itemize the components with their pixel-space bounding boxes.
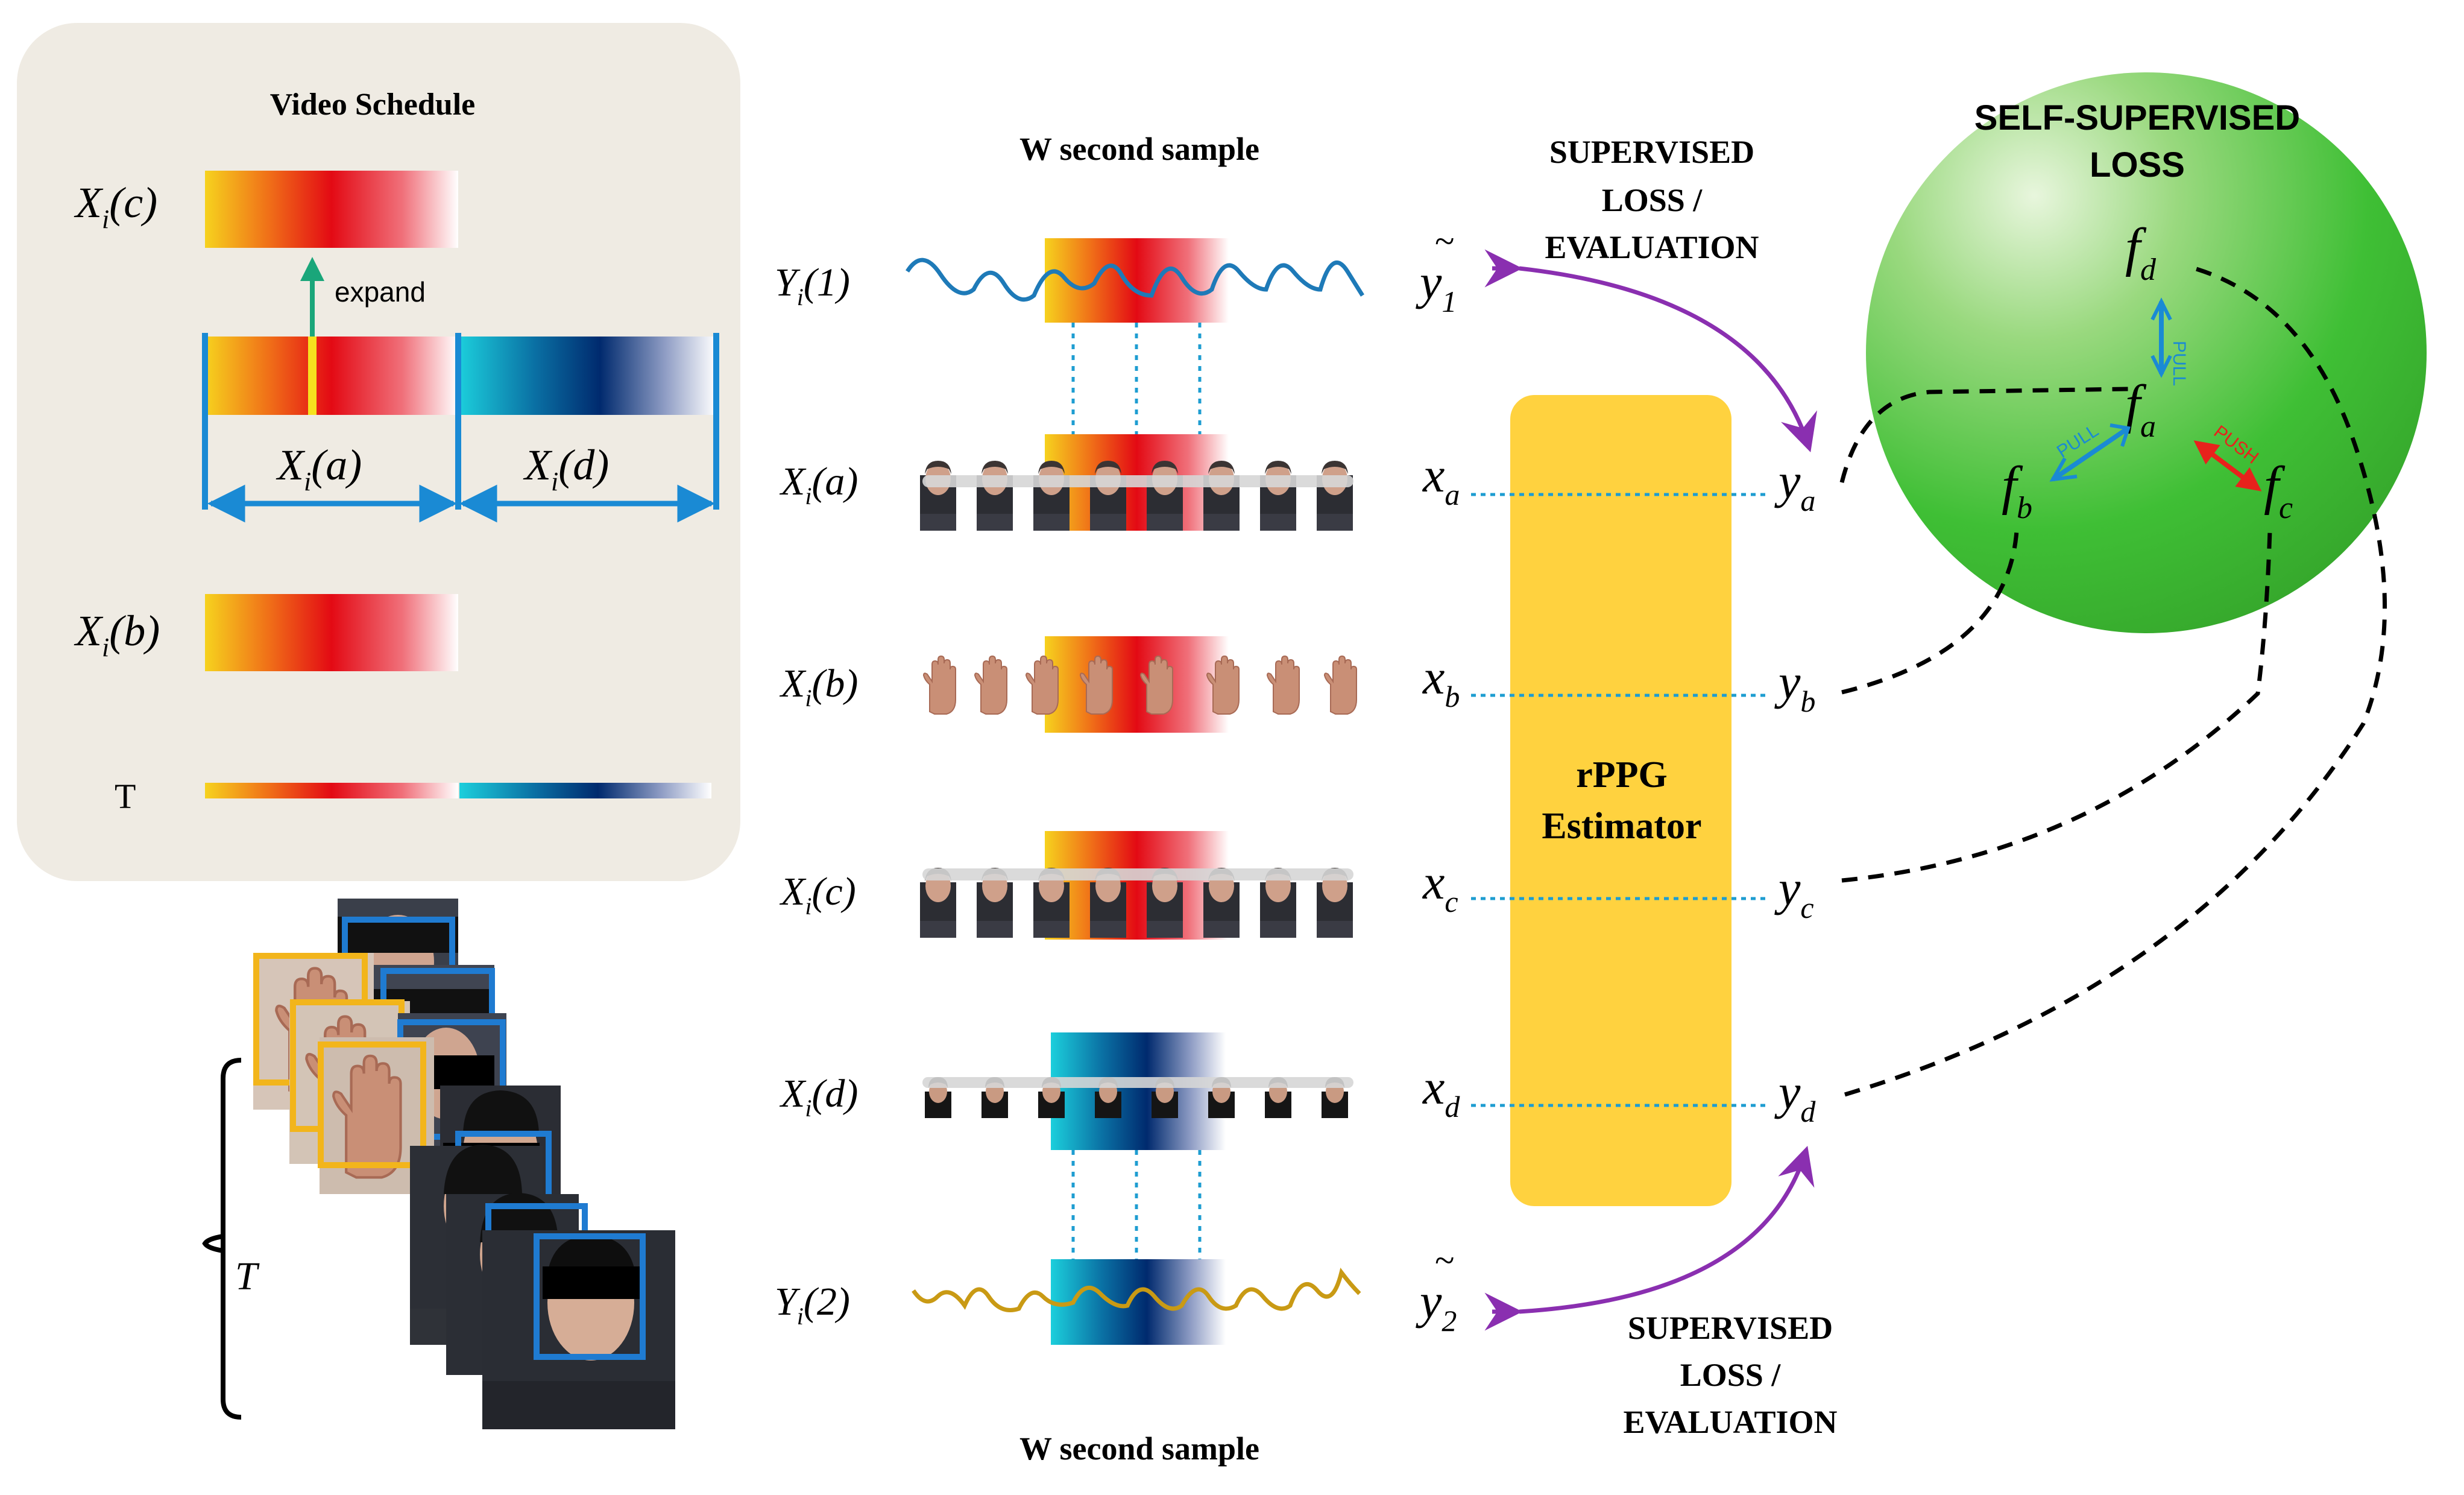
supervised-arrow-top [1519,266,1817,452]
loss-sphere [1866,72,2427,633]
estimator-label-1: rPPG [1576,754,1668,795]
schedule-brackets [202,333,719,510]
clip-a-bar [205,337,458,415]
signal-y1 [906,258,1364,302]
frame-stack: T [202,899,675,1429]
label-xc: Xi(c) [779,870,856,920]
self-supervised-title-1: SELF-SUPERVISED [1974,98,2300,137]
window-y2 [1051,1259,1226,1345]
clip-c-bar [205,171,458,248]
window-y1 [1045,238,1229,323]
schedule-label-c: Xi(c) [74,179,157,234]
clip-d-bar [458,337,716,415]
svg-text:SUPERVISED: SUPERVISED [1628,1310,1833,1346]
svg-text:LOSS /: LOSS / [1680,1357,1782,1393]
self-supervised-title-2: LOSS [2090,145,2185,185]
timeline-cool-bar [459,783,711,798]
tilde-1: ~ [1435,221,1454,261]
label-y2: Yi(2) [775,1280,850,1330]
video-schedule-panel: Video Schedule Xi(c) expand Xi(a) Xi(d) … [17,23,740,881]
signal-y2 [912,1268,1361,1312]
timeline-label: T [115,777,136,816]
output-ya: ya [1774,454,1815,517]
frames-xa [920,461,1353,531]
supervised-arrow-bottom [1519,1145,1815,1314]
stack-brace [202,1058,242,1420]
label-xb: Xi(b) [779,662,858,712]
outputs: ya yb yc yd [1774,454,1816,1128]
timeline-warm-bar [205,783,458,798]
label-xd: Xi(d) [779,1072,858,1122]
supervised-label-bottom: SUPERVISED LOSS / EVALUATION [1623,1310,1837,1440]
schedule-label-a: Xi(a) [276,441,362,496]
io-lines [1471,493,1766,1107]
pull-arrow-ab [2051,426,2130,482]
window-connectors-top [1071,323,1202,434]
svg-text:LOSS /: LOSS / [1602,182,1703,218]
schedule-label-d: Xi(d) [523,441,609,496]
window-xc [1045,831,1229,940]
estimator-label-2: Estimator [1542,806,1701,847]
pull-arrow-da-heads [2150,297,2172,378]
svg-text:EVALUATION: EVALUATION [1545,229,1759,265]
schedule-title: Video Schedule [270,87,475,122]
clip-b-marker [308,337,317,415]
label-y1: Yi(1) [775,261,850,311]
svg-text:EVALUATION: EVALUATION [1623,1404,1837,1440]
connector-yb-fb [1841,530,2019,695]
window-xd [1051,1032,1226,1150]
push-arrow-ac [2193,440,2262,491]
clip-b-bar [205,594,458,671]
frames-xc [920,868,1353,938]
expand-label: expand [335,276,426,308]
inputs: xa xb xc xd [1422,447,1460,1124]
output-yb: yb [1774,654,1815,718]
supervised-label-top: SUPERVISED LOSS / EVALUATION [1545,134,1759,265]
input-xa: xa [1422,447,1460,511]
samples-column: W second sample W second sample Yi(1) Xi… [775,131,1364,1467]
label-xa: Xi(a) [779,460,858,510]
window-xb [1045,636,1229,733]
connector-yc-fc [1841,530,2272,883]
self-supervised-loss: SELF-SUPERVISED LOSS fd fa fb fc PULL PU… [1866,72,2427,633]
sample-title-top: W second sample [1019,131,1259,167]
pull-arrow-ab-heads [2049,423,2131,482]
output-yd: yd [1774,1064,1816,1128]
panel-background [17,23,740,881]
tilde-2: ~ [1435,1241,1454,1280]
feature-connectors [1839,266,2387,1097]
input-xc: xc [1422,855,1458,918]
stack-frame [482,1230,675,1429]
frames-xd [922,1077,1353,1118]
stack-t-label: T [235,1254,260,1298]
schedule-label-b: Xi(b) [74,607,160,662]
estimator-box [1510,395,1731,1206]
ground-truth-2: y2 [1416,1274,1457,1338]
window-connectors-bottom [1071,1150,1202,1259]
ground-truth-1: y1 [1416,254,1457,318]
sample-title-bottom: W second sample [1019,1430,1259,1467]
svg-text:SUPERVISED: SUPERVISED [1549,134,1754,170]
pull-label-1: PULL [2169,341,2189,386]
input-xb: xb [1422,650,1460,713]
connector-yd-fd [1844,266,2387,1097]
output-yc: yc [1774,861,1814,924]
rppg-estimator: rPPG Estimator [1510,395,1731,1206]
input-xd: xd [1422,1060,1460,1124]
